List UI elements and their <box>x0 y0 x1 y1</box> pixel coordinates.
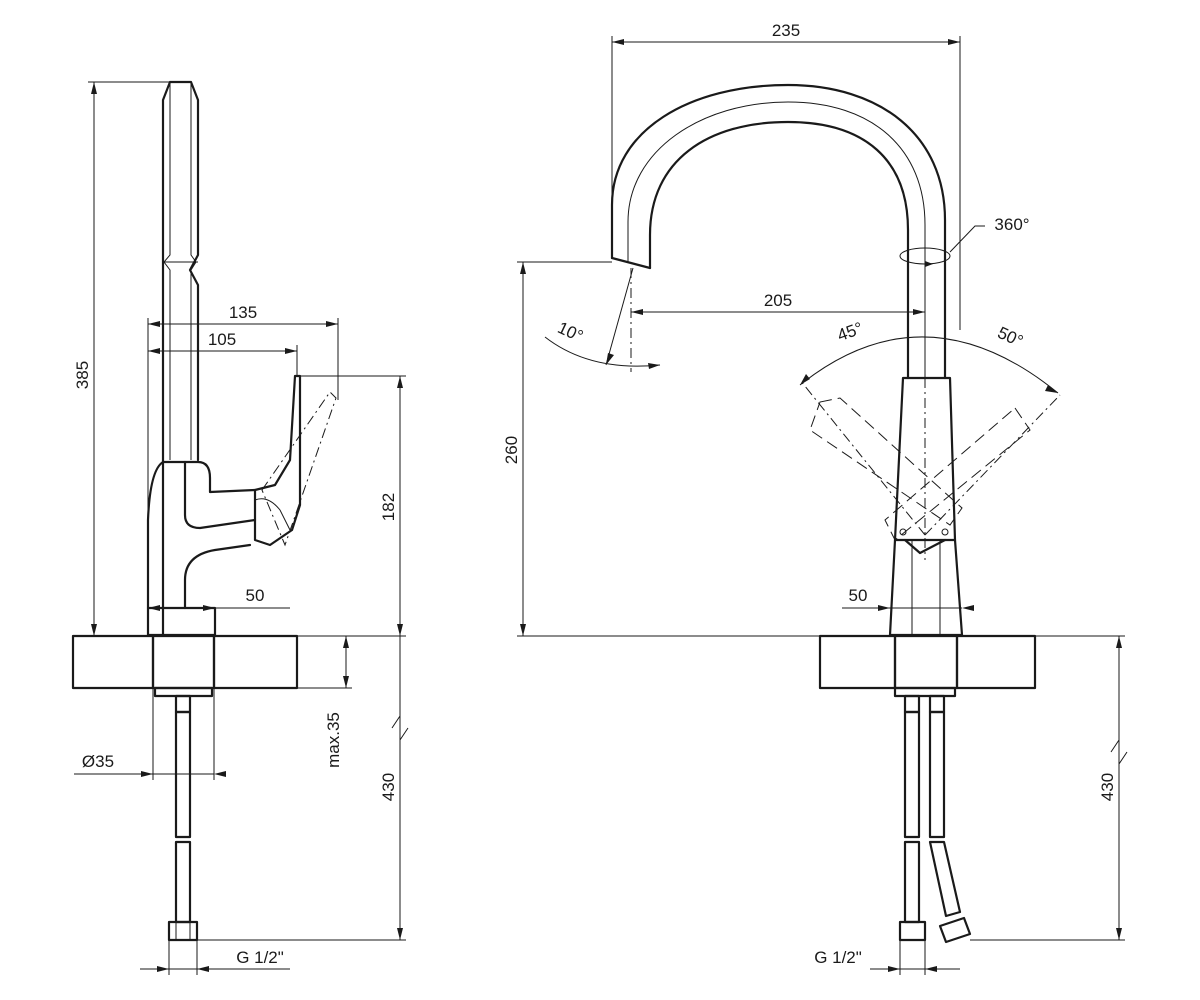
front-spout-angle <box>544 267 661 372</box>
front-dimensions <box>517 36 1128 975</box>
side-max-countertop-label: max.35 <box>324 712 343 768</box>
side-view: 385 135 105 182 50 Ø35 max.35 430 G 1/2" <box>71 80 409 975</box>
side-hose <box>153 686 214 942</box>
side-base-width-label: 50 <box>246 586 265 605</box>
front-swivel <box>899 225 985 267</box>
front-spout-width-label: 235 <box>772 21 800 40</box>
front-spout-height-label: 260 <box>502 436 521 464</box>
side-thread-diameter-label: Ø35 <box>82 752 114 771</box>
side-connection-label: G 1/2" <box>236 948 284 967</box>
front-lever-angle-left-label: 45° <box>835 319 866 346</box>
front-countertop <box>818 634 1037 690</box>
side-spout-column <box>161 80 200 637</box>
front-lever-angle-right-label: 50° <box>995 323 1026 351</box>
front-spout <box>610 83 947 380</box>
front-lever-positions <box>799 336 1061 560</box>
side-lever <box>253 374 337 547</box>
front-hoses <box>893 686 972 944</box>
front-view: 235 360° 205 10° 45° 50° 260 50 430 G 1/… <box>502 21 1128 975</box>
side-reach-inner-label: 105 <box>208 330 236 349</box>
front-connection-label: G 1/2" <box>814 948 862 967</box>
front-swivel-label: 360° <box>994 215 1029 234</box>
front-spout-angle-label: 10° <box>555 318 586 346</box>
side-lever-height-label: 182 <box>379 493 398 521</box>
side-hose-length-label: 430 <box>379 773 398 801</box>
side-dimensions <box>74 81 409 975</box>
side-countertop <box>71 634 299 690</box>
front-base-width-label: 50 <box>849 586 868 605</box>
front-faucet-body <box>888 376 964 637</box>
front-spout-reach-label: 205 <box>764 291 792 310</box>
side-height-label: 385 <box>73 361 92 389</box>
side-reach-outer-label: 135 <box>229 303 257 322</box>
front-hose-length-label: 430 <box>1098 773 1117 801</box>
